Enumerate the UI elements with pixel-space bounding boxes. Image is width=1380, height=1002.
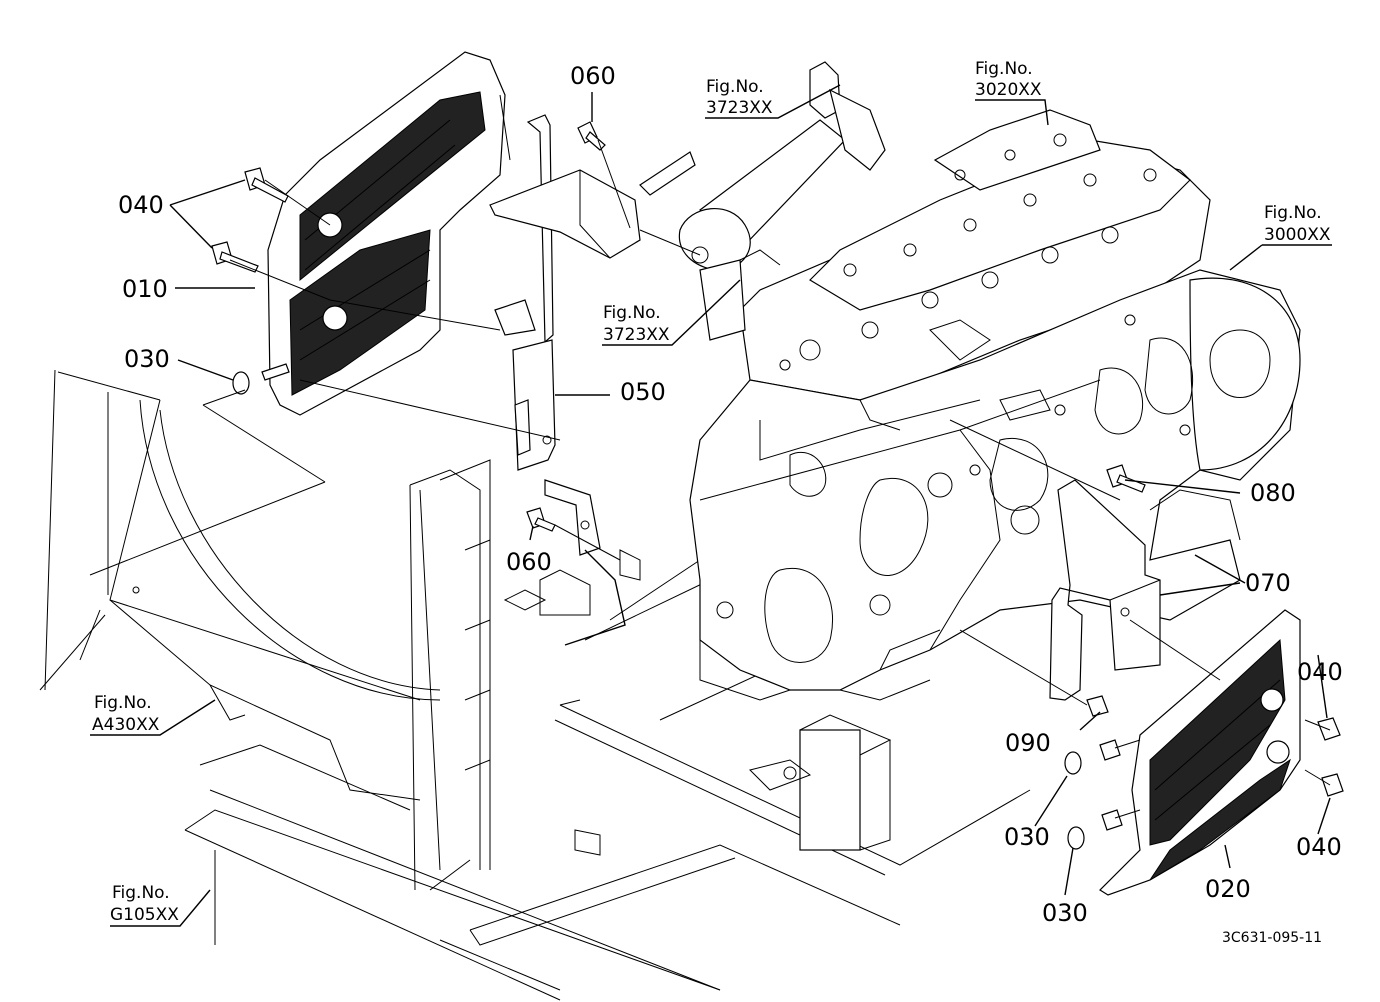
fan-shroud <box>39 369 491 891</box>
part-labels: 040 010 030 060 050 060 080 070 040 090 … <box>118 62 1343 927</box>
part-label-090: 090 <box>1005 729 1051 757</box>
figure-references: Fig.No. 3723XX Fig.No. 3020XX Fig.No. 30… <box>92 59 1331 925</box>
part-label-040: 040 <box>118 191 164 219</box>
part-label-020: 020 <box>1205 875 1251 903</box>
part-label-040-right-lower: 040 <box>1296 833 1342 861</box>
figref-3723-mid-line2: 3723XX <box>603 325 670 345</box>
figref-G105-line1: Fig.No. <box>112 883 170 903</box>
part-label-050: 050 <box>620 378 666 406</box>
part-label-030: 030 <box>124 345 170 373</box>
part-label-060-lower: 060 <box>506 548 552 576</box>
part-label-030-right-lower: 030 <box>1042 899 1088 927</box>
figref-A430-line1: Fig.No. <box>94 693 152 713</box>
fasteners <box>211 121 1344 850</box>
figref-G105-line2: G105XX <box>110 905 179 925</box>
figref-A430-line2: A430XX <box>92 715 160 735</box>
chassis-frame <box>184 559 1031 1001</box>
figref-3000-line1: Fig.No. <box>1264 203 1322 223</box>
figref-3723-top-line1: Fig.No. <box>706 77 764 97</box>
part-label-010: 010 <box>122 275 168 303</box>
leader-lines <box>90 84 1332 927</box>
part-label-060: 060 <box>570 62 616 90</box>
figref-3000-line2: 3000XX <box>1264 225 1331 245</box>
bracket-070 <box>1049 479 1161 701</box>
figref-3723-mid-line1: Fig.No. <box>603 303 661 323</box>
upper-bracket <box>489 151 696 336</box>
centre-lines <box>89 139 1331 819</box>
part-label-030-right-upper: 030 <box>1004 823 1050 851</box>
figref-3020-line1: Fig.No. <box>975 59 1033 79</box>
stay-050 <box>512 114 641 646</box>
intake-pipe <box>678 61 886 341</box>
part-label-080: 080 <box>1250 479 1296 507</box>
cover-020 <box>1099 609 1301 896</box>
figref-3723-top-line2: 3723XX <box>706 98 773 118</box>
drawing-code: 3C631-095-11 <box>1222 930 1322 946</box>
cover-010 <box>267 51 511 416</box>
part-label-070: 070 <box>1245 569 1291 597</box>
figref-3020-line2: 3020XX <box>975 80 1042 100</box>
part-label-040-right-upper: 040 <box>1297 658 1343 686</box>
